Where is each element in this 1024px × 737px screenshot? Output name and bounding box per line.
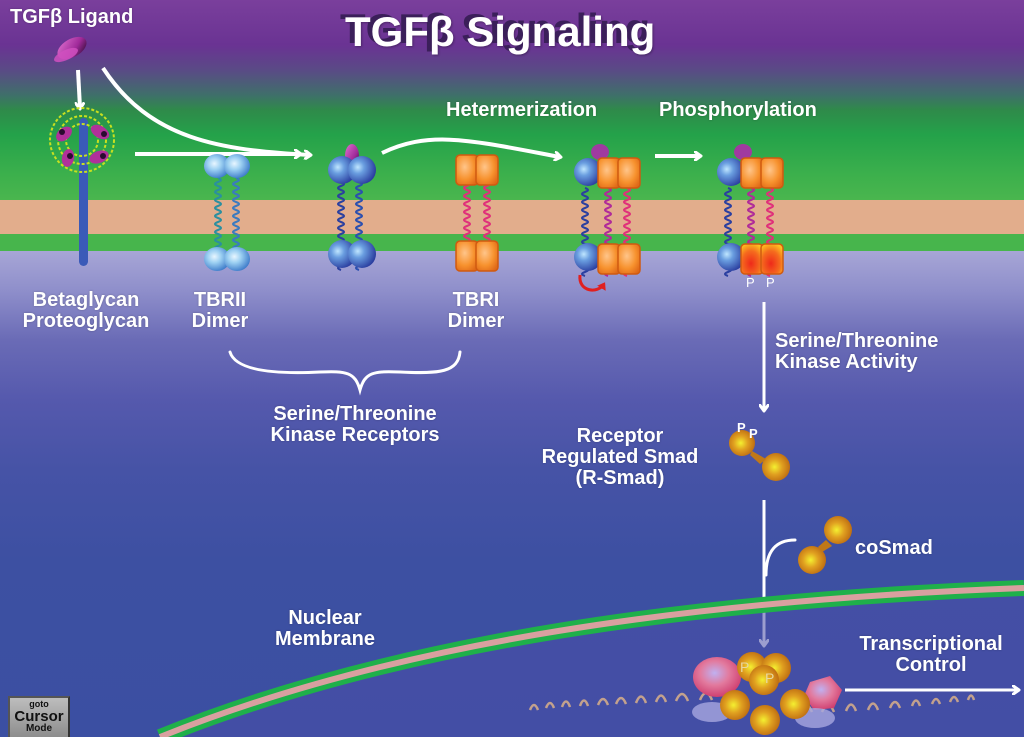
tgfb-ligand-icon (54, 36, 87, 63)
kinase-receptors-label: Serine/Threonine Kinase Receptors (270, 403, 440, 446)
rsmad-label: Receptor Regulated Smad (R-Smad) (541, 425, 699, 489)
heteromer-complex-icon (574, 144, 641, 292)
phospho-mark: P (737, 420, 746, 435)
arrow-heteromerization (381, 137, 560, 157)
goto-cursor-mode-button[interactable]: goto Cursor Mode (8, 696, 70, 737)
betaglycan-icon (49, 107, 115, 266)
tbrii-ligand-bound-icon (328, 144, 376, 271)
betaglycan-label: Betaglycan Proteoglycan (22, 289, 150, 332)
rotation-arrow-icon (578, 274, 606, 292)
heteromerization-label: Hetermerization (446, 99, 598, 121)
arrow-cosmad-join (764, 538, 797, 577)
page-title: TGFβ Signaling (345, 8, 656, 55)
phosphorylated-complex-icon (717, 144, 784, 277)
phosphorylation-label: Phosphorylation (659, 99, 817, 121)
arrow-ligand-to-betaglycan (78, 69, 80, 108)
cosmad-label: coSmad (855, 537, 933, 559)
cosmad-icon (798, 516, 852, 574)
transcriptional-control-label: Transcriptional Control (859, 633, 1003, 676)
transcription-complex-icon (692, 652, 842, 735)
tbrii-label: TBRII Dimer (191, 289, 249, 332)
rsmad-icon (729, 430, 790, 481)
kinase-activity-label: Serine/Threonine Kinase Activity (775, 330, 939, 373)
nuclear-membrane-label: Nuclear Membrane (274, 607, 376, 650)
phospho-mark: P (766, 275, 775, 290)
tbrii-dimer-icon (204, 154, 250, 271)
phospho-mark: P (749, 426, 758, 441)
phospho-mark: P (746, 275, 755, 290)
phospho-mark: P (765, 670, 774, 686)
ligand-label: TGFβ Ligand (10, 6, 134, 28)
arrow-ligand-to-tbrii (101, 66, 310, 155)
brace-icon (228, 350, 462, 396)
tbri-label: TBRI Dimer (447, 289, 505, 332)
phospho-mark: P (740, 659, 749, 675)
tbri-dimer-icon (455, 154, 499, 272)
